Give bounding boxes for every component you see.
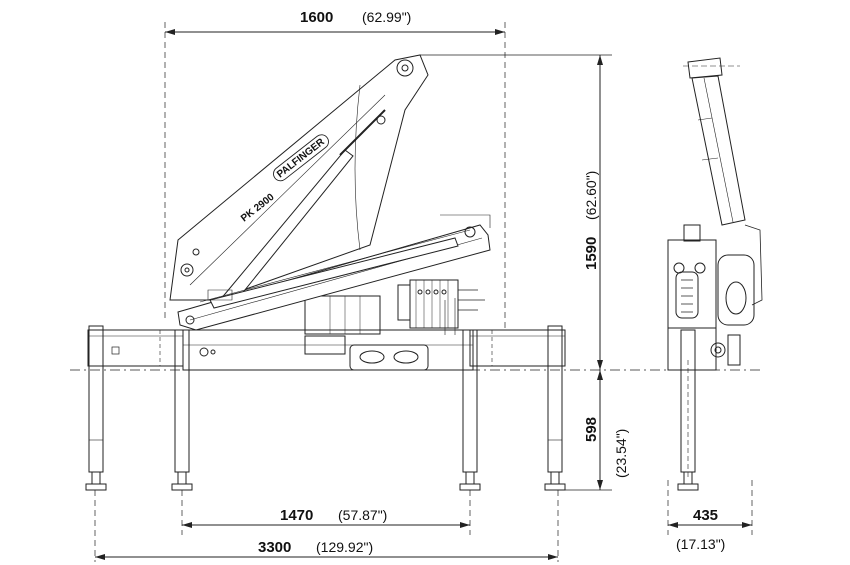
dim-height-total-mm: 1590 (583, 237, 600, 270)
dim-inner-span: 1470 (57.87") (181, 490, 471, 535)
support-leg (85, 325, 566, 491)
dim-height-total: 1590 (62.60") (420, 54, 612, 370)
dim-top-width: 1600 (62.99") (164, 9, 506, 330)
dim-side-width-in: (17.13") (676, 536, 725, 552)
dim-outer-span: 3300 (129.92") (94, 490, 559, 562)
dim-outer-span-mm: 3300 (258, 539, 291, 556)
dim-side-width-mm: 435 (693, 507, 718, 524)
dim-height-total-in: (62.60") (583, 171, 599, 220)
dim-top-width-in: (62.99") (362, 9, 411, 25)
dim-height-base-mm: 598 (583, 417, 600, 442)
dim-inner-span-in: (57.87") (338, 507, 387, 523)
dim-side-width: 435 (17.13") (667, 480, 753, 552)
dim-top-width-mm: 1600 (300, 9, 333, 26)
dim-outer-span-in: (129.92") (316, 539, 373, 555)
dim-height-base: 598 (23.54") (555, 370, 629, 491)
crane-boom (169, 54, 491, 335)
dim-inner-span-mm: 1470 (280, 507, 313, 524)
side-view (667, 57, 763, 491)
dim-height-base-in: (23.54") (613, 429, 629, 478)
outrigger-beam (87, 329, 566, 367)
